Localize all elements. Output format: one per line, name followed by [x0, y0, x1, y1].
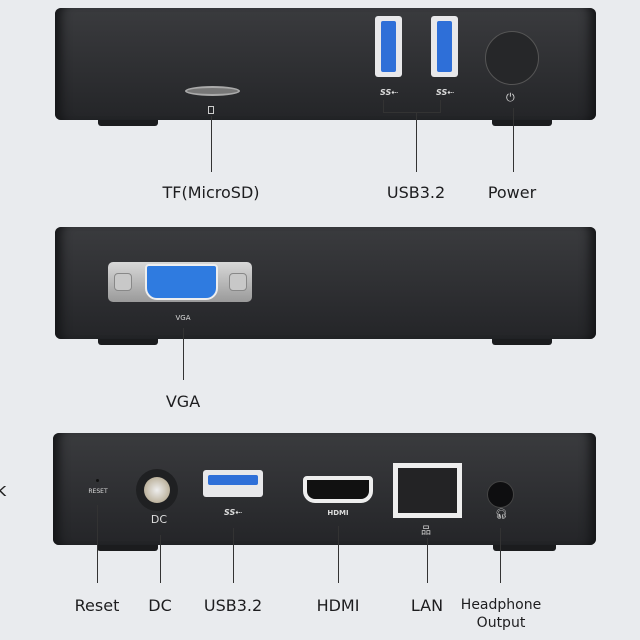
callout-line-reset [97, 505, 98, 583]
foot [492, 339, 552, 345]
label-lan: LAN [410, 596, 444, 615]
hdmi-port [303, 476, 373, 503]
power-icon: ⏻ [506, 91, 515, 104]
callout-line-usb-left [383, 100, 384, 113]
usb-ss-logo: SS⇠ [436, 88, 454, 97]
vga-screw-left [114, 273, 132, 291]
usb-ss-logo: SS⇠ [224, 508, 242, 517]
label-dc: DC [148, 596, 172, 615]
callout-line-usb-right [440, 100, 441, 113]
callout-line-tf [211, 116, 212, 172]
label-tf-microsd: TF(MicroSD) [162, 183, 260, 202]
headphone-jack [487, 481, 514, 508]
usb-port-2 [431, 16, 458, 77]
callout-line-dc [160, 535, 161, 583]
vga-port-text: VGA [175, 314, 191, 322]
label-vga: VGA [165, 392, 201, 411]
lan-port [393, 463, 462, 518]
rear-panel: RESET DC SS⇠ HDMI 品 🎧︎ [53, 433, 596, 545]
foot [97, 545, 158, 551]
usb-port-rear [203, 470, 263, 497]
callout-bracket-usb [383, 112, 441, 113]
usb-port-1 [375, 16, 402, 77]
callout-line-power [513, 108, 514, 172]
usb-ss-logo: SS⇠ [380, 88, 398, 97]
callout-line-usb [416, 112, 417, 172]
callout-line-hdmi [338, 526, 339, 583]
label-hdmi: HDMI [316, 596, 360, 615]
foot [98, 120, 158, 126]
label-usb32-front: USB3.2 [386, 183, 446, 202]
foot [493, 545, 556, 551]
foot [492, 120, 552, 126]
microsd-slot [185, 86, 240, 96]
callout-line-usb-rear [233, 528, 234, 583]
label-usb32-rear: USB3.2 [203, 596, 263, 615]
callout-line-vga [183, 328, 184, 380]
network-icon: 品 [421, 526, 431, 537]
label-headphone-line1: Headphone [460, 597, 542, 613]
side-panel: VGA [55, 227, 596, 339]
dc-text: DC [150, 513, 168, 526]
reset-text: RESET [88, 488, 108, 495]
hdmi-text: HDMI [327, 509, 349, 517]
vga-connector [145, 264, 218, 300]
cropped-edge-text: k [0, 480, 7, 501]
foot [98, 339, 158, 345]
label-reset: Reset [74, 596, 120, 615]
front-panel: SS⇠ SS⇠ ⏻ [55, 8, 596, 120]
power-button [485, 31, 539, 85]
sd-card-icon [208, 106, 214, 114]
vga-screw-right [229, 273, 247, 291]
label-power: Power [487, 183, 537, 202]
reset-hole [96, 479, 99, 482]
dc-jack [136, 469, 178, 511]
headphone-icon: 🎧︎ [495, 509, 508, 520]
label-headphone-line2: Output [476, 615, 526, 631]
callout-line-headphone [500, 528, 501, 583]
callout-line-lan [427, 538, 428, 583]
